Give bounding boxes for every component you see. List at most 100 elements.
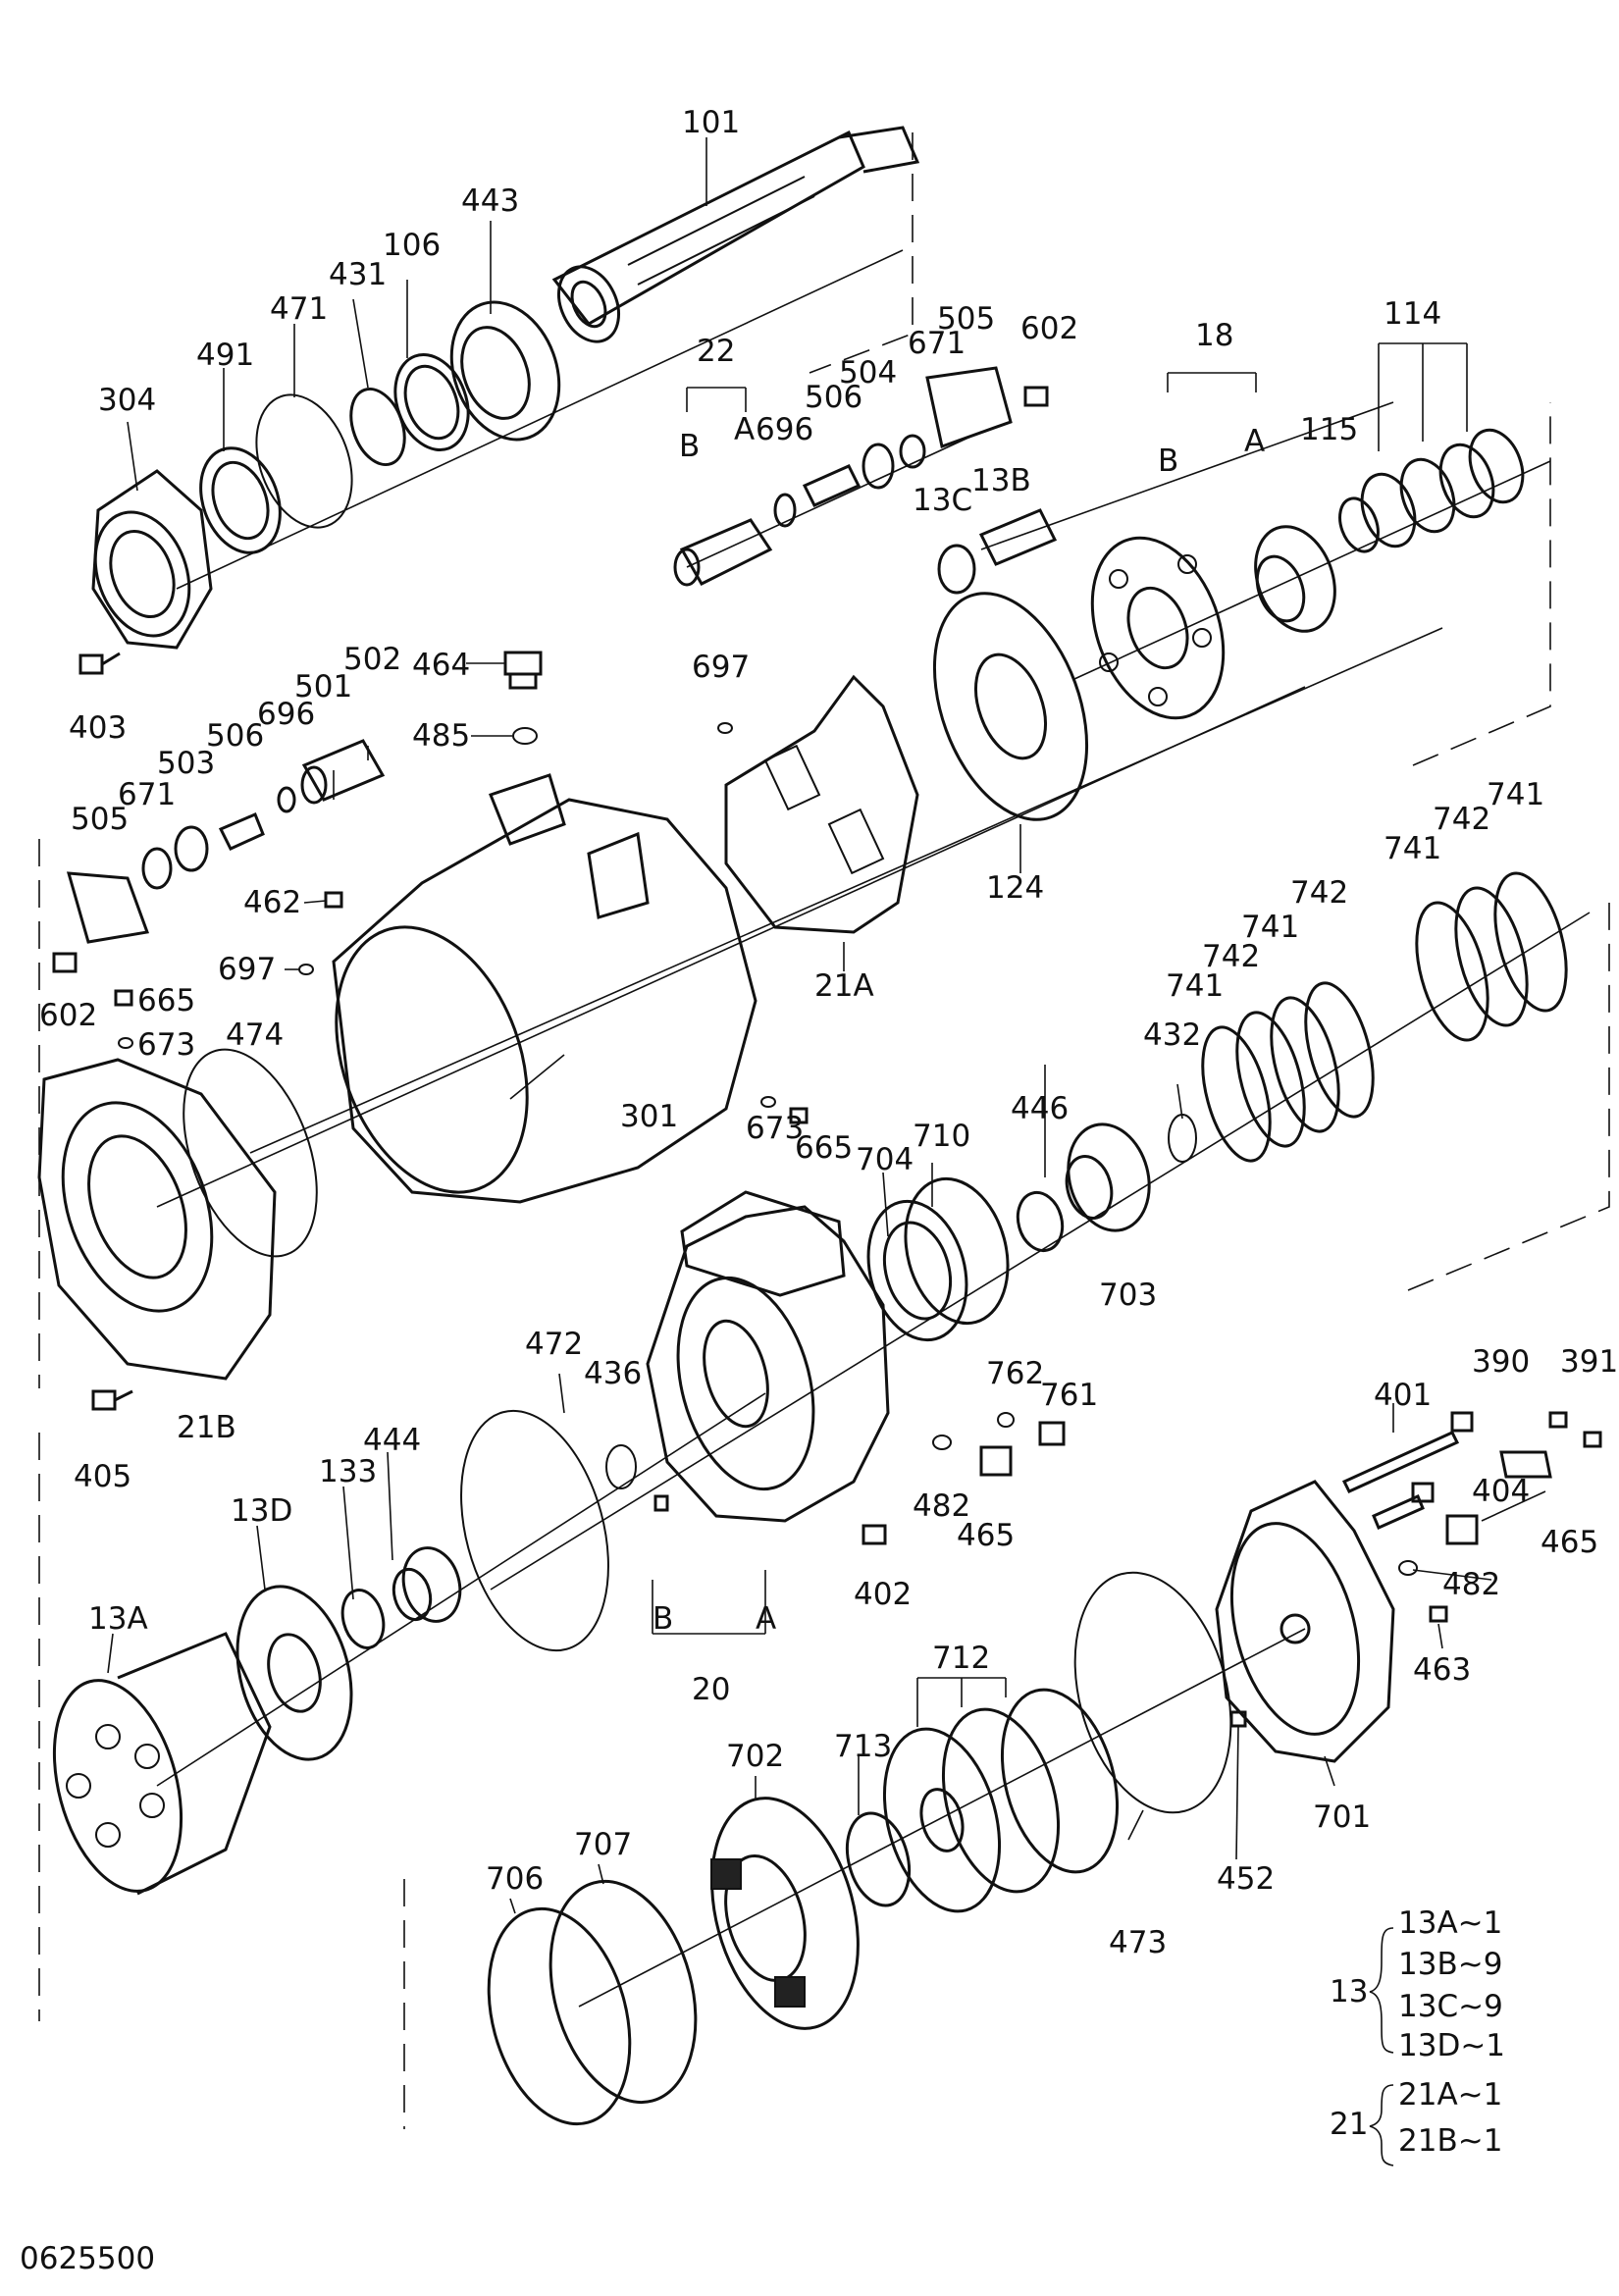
piston-702[interactable] (688, 1782, 881, 2045)
ring-713[interactable] (838, 1806, 919, 1912)
cover-505-left[interactable] (66, 871, 150, 944)
small-parts-762-761-482-465[interactable] (932, 1412, 1066, 1477)
ring-106[interactable] (383, 344, 481, 460)
label-463: 463 (1413, 1652, 1471, 1688)
label-22: 22 (697, 334, 735, 369)
label-106: 106 (383, 228, 441, 263)
label-712: 712 (932, 1641, 990, 1676)
o-ring-471[interactable] (239, 382, 369, 541)
gear-703[interactable] (1057, 1116, 1161, 1240)
label-491: 491 (196, 338, 254, 373)
cover-304[interactable] (78, 469, 213, 650)
pin-452[interactable] (1229, 1710, 1247, 1728)
part-labels: 101 443 106 431 471 491 304 403 22 B A 6… (39, 105, 1618, 1960)
shaft-101[interactable] (548, 126, 920, 351)
label-673-right: 673 (746, 1111, 804, 1146)
drawing-number: 0625500 (20, 2241, 155, 2276)
label-18-b: B (1158, 444, 1178, 479)
bolt-403[interactable] (78, 652, 121, 675)
label-114: 114 (1384, 296, 1441, 332)
label-707: 707 (574, 1827, 632, 1862)
label-443: 443 (461, 183, 519, 219)
bearing-133[interactable] (337, 1586, 390, 1652)
brake-discs-741-742[interactable] (1190, 865, 1580, 1168)
bearing-446[interactable] (1012, 1187, 1069, 1255)
label-401: 401 (1374, 1378, 1432, 1413)
ring-115-small[interactable] (1333, 494, 1385, 557)
label-452: 452 (1217, 1861, 1275, 1897)
bolt-602-left[interactable] (52, 952, 78, 973)
o-ring-473[interactable] (1050, 1555, 1256, 1830)
small-parts-696-506-504[interactable] (773, 434, 926, 528)
plug-465-482-463[interactable] (1398, 1514, 1479, 1623)
rings-114[interactable] (1353, 423, 1533, 554)
spool-22[interactable] (673, 518, 773, 587)
bearing-115[interactable] (1241, 515, 1348, 642)
plate-124[interactable] (906, 572, 1116, 840)
o-ring-474[interactable] (158, 1031, 342, 1275)
housing-20[interactable] (646, 1190, 890, 1523)
cover-505-top[interactable] (925, 366, 1013, 448)
label-13d: 13D (231, 1493, 292, 1529)
valve-plate-18[interactable] (1069, 520, 1247, 737)
label-502: 502 (343, 642, 401, 677)
snap-ring-432[interactable] (1168, 1114, 1197, 1163)
label-473: 473 (1109, 1925, 1167, 1960)
casing-301[interactable] (302, 773, 757, 1219)
legend-21-item-1: 21A~1 (1398, 2077, 1502, 2113)
o-ring-485[interactable] (512, 727, 538, 745)
seal-706[interactable] (466, 1893, 652, 2140)
label-742-b: 742 (1290, 875, 1348, 911)
label-665-left: 665 (137, 983, 195, 1018)
plug-665-673[interactable] (114, 989, 809, 1124)
label-702: 702 (726, 1739, 784, 1774)
label-472: 472 (525, 1327, 583, 1362)
bolts-401-404[interactable] (1341, 1411, 1474, 1530)
cylinder-13a[interactable] (33, 1632, 272, 1905)
bolt-602-top[interactable] (1023, 386, 1049, 407)
label-673-left: 673 (137, 1027, 195, 1063)
plunger-13b-13c[interactable] (937, 508, 1058, 595)
label-446: 446 (1011, 1091, 1069, 1126)
label-22-b: B (679, 429, 700, 464)
label-436: 436 (584, 1356, 642, 1391)
small-screws-462-697[interactable] (298, 722, 733, 975)
bushing-444[interactable] (389, 1541, 468, 1628)
legend-group-21: 21 21A~1 21B~1 (1330, 2077, 1502, 2166)
plate-13d[interactable] (220, 1574, 370, 1772)
rings-712[interactable] (865, 1677, 1135, 1924)
flange-21b[interactable] (36, 1058, 277, 1381)
label-665-right: 665 (795, 1130, 853, 1166)
seal-707[interactable] (528, 1865, 719, 2118)
label-602-left: 602 (39, 998, 97, 1033)
o-ring-472[interactable] (437, 1394, 633, 1667)
center-lines (38, 132, 1610, 2129)
seal-491[interactable] (186, 437, 293, 563)
label-391: 391 (1560, 1344, 1618, 1380)
valve-group-left[interactable] (141, 739, 386, 890)
cover-701[interactable] (1211, 1480, 1395, 1763)
plug-464[interactable] (503, 651, 543, 690)
pins-436-402[interactable] (605, 1444, 887, 1545)
label-706: 706 (486, 1861, 544, 1897)
label-405: 405 (74, 1459, 131, 1494)
swash-plate-21a[interactable] (724, 674, 919, 934)
label-133: 133 (319, 1454, 377, 1489)
leader-lines (107, 137, 1546, 1914)
label-741-b: 741 (1384, 831, 1441, 866)
label-22-a: A (734, 412, 755, 447)
bolt-405[interactable] (91, 1389, 133, 1411)
label-403: 403 (69, 710, 127, 746)
seal-710[interactable] (890, 1168, 1022, 1335)
snap-ring-431[interactable] (341, 382, 414, 472)
label-402: 402 (854, 1577, 912, 1612)
label-503: 503 (157, 746, 215, 781)
legend-21-label: 21 (1330, 2107, 1368, 2142)
label-304: 304 (98, 383, 156, 418)
bearing-443[interactable] (434, 287, 578, 455)
label-404: 404 (1472, 1474, 1530, 1509)
label-471: 471 (270, 291, 328, 327)
label-115: 115 (1300, 412, 1358, 447)
plate-390-391[interactable] (1499, 1411, 1602, 1479)
